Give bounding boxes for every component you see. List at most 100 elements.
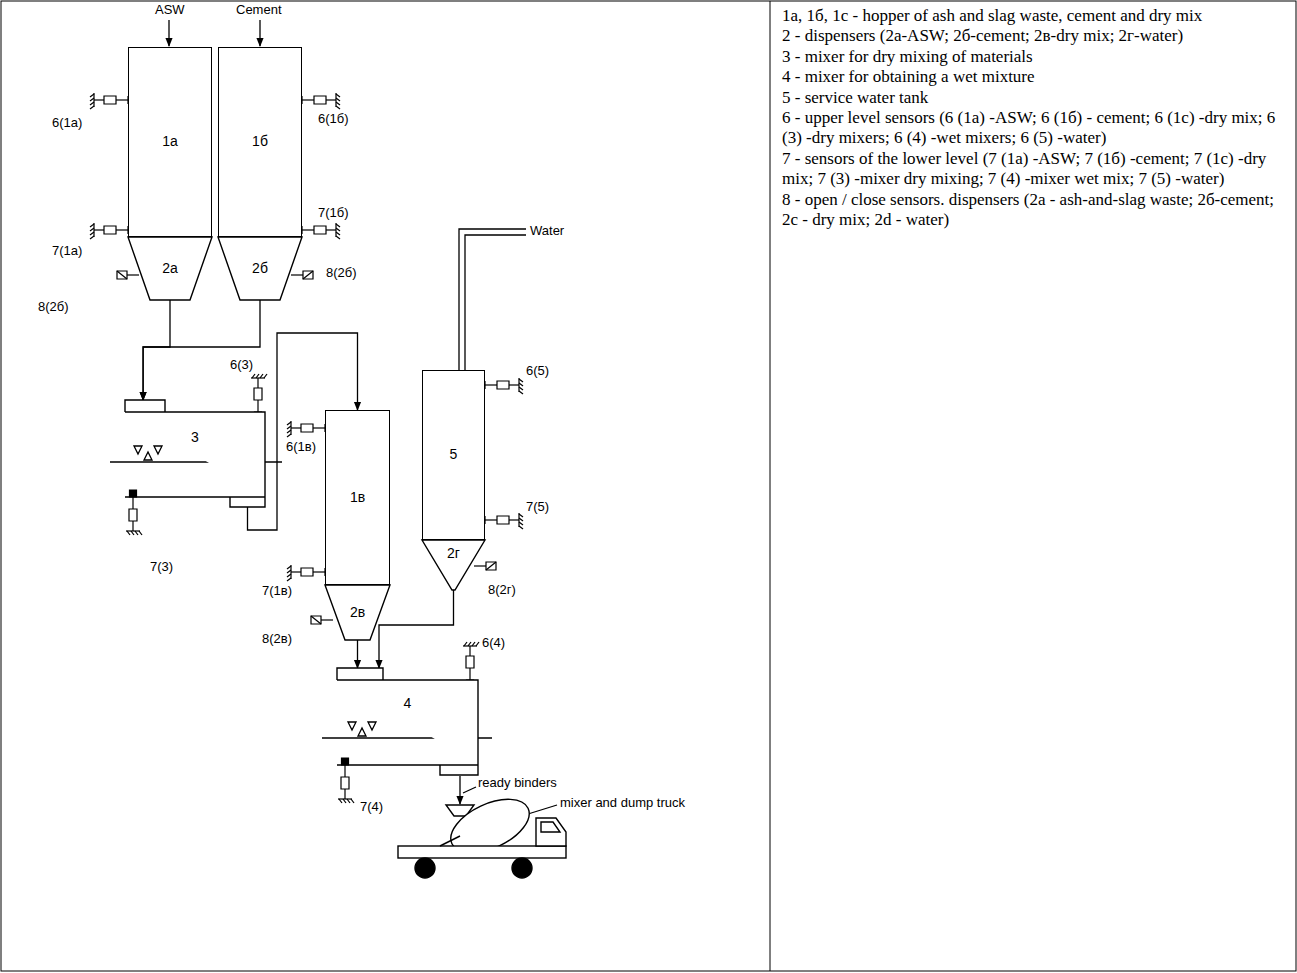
- sensor-line: [117, 271, 127, 279]
- sensor-line: [264, 374, 267, 378]
- callout-label: mixer and dump truck: [560, 796, 685, 811]
- sensor-line: [351, 799, 354, 803]
- water-tank: 5: [422, 370, 485, 540]
- sensor-body: [497, 516, 509, 524]
- legend-note: 3 - mixer for dry mixing of materials: [782, 47, 1290, 67]
- sensor-line: [519, 387, 523, 390]
- material-label: Water: [530, 224, 564, 239]
- outline: [128, 237, 212, 300]
- dispenser: 2в: [325, 585, 390, 640]
- wet-mixer-outline: [337, 668, 478, 775]
- sensor-body: [314, 96, 326, 104]
- sensor-label: 7(1в): [262, 584, 292, 599]
- sensor-line: [335, 223, 336, 237]
- water-pipe: [459, 229, 526, 370]
- sensor-label: 6(1a): [52, 116, 82, 131]
- sensor-line: [126, 530, 140, 531]
- node-number: 4: [404, 696, 412, 711]
- sensor-line: [287, 578, 291, 581]
- sensor-line: [132, 521, 133, 531]
- sensor-line: [519, 391, 523, 394]
- legend-note: 2 - dispensers (2a-ASW; 2б-cement; 2в-dr…: [782, 26, 1290, 46]
- sensor-line: [321, 619, 333, 620]
- dispenser: 2б: [218, 237, 302, 300]
- dry-mixer: 3: [125, 400, 265, 507]
- sensor-label: 7(5): [526, 500, 549, 515]
- sensor-line: [287, 430, 291, 433]
- sensor-line: [93, 93, 94, 107]
- legend-note: 5 - service water tank: [782, 88, 1290, 108]
- sensor-label: 7(1a): [52, 244, 82, 259]
- node-number: 2б: [252, 261, 268, 276]
- flow-connector: [357, 640, 358, 668]
- material-label: Cement: [236, 3, 282, 18]
- sensor-line: [287, 434, 291, 437]
- sensor-line: [469, 668, 470, 680]
- sensor-line: [463, 645, 477, 646]
- sensor-line: [251, 377, 265, 378]
- sensor-line: [313, 571, 325, 572]
- sensor-line: [311, 616, 321, 624]
- sensor-line: [287, 426, 291, 429]
- sensor-line: [336, 106, 340, 109]
- sensor-line: [336, 98, 340, 101]
- sensor-body: [301, 424, 313, 432]
- sensor-line: [336, 94, 340, 97]
- sensor-body: [311, 616, 321, 624]
- sensor-label: 6(3): [230, 358, 253, 373]
- sensor-line: [303, 271, 313, 279]
- sensor-line: [116, 99, 128, 100]
- sensor-label: 8(2г): [488, 583, 516, 598]
- flow-connector: [143, 300, 170, 400]
- legend-note: 1a, 1б, 1c - hopper of ash and slag wast…: [782, 6, 1290, 26]
- sensor-line: [474, 565, 486, 566]
- sensor-line: [135, 531, 138, 535]
- sensor-line: [127, 274, 139, 275]
- outline: [337, 668, 478, 775]
- hopper: 1в: [325, 410, 390, 585]
- sensor-line: [472, 642, 475, 646]
- sensor-line: [344, 789, 345, 799]
- sensor-line: [287, 422, 291, 425]
- sensor-body: [486, 562, 496, 570]
- outline: [325, 585, 390, 640]
- legend-note: 7 - sensors of the lower level (7 (1a) -…: [782, 149, 1290, 190]
- material-label: ASW: [155, 3, 185, 18]
- sensor-line: [518, 378, 519, 392]
- wet-mixer: 4: [337, 668, 478, 775]
- sensor-label: 7(1б): [318, 206, 349, 221]
- sensor-line: [94, 99, 104, 100]
- hopper: 1a: [128, 47, 212, 237]
- sensor-line: [290, 565, 291, 579]
- node-number: 2г: [447, 546, 460, 561]
- sensor-label: 6(1в): [286, 440, 316, 455]
- sensor-body: [314, 226, 326, 234]
- sensor-label: 6(5): [526, 364, 549, 379]
- sensor-line: [291, 427, 301, 428]
- sensor-body: [497, 381, 509, 389]
- sensor-line: [90, 224, 94, 227]
- sensor-line: [302, 99, 314, 100]
- sensor-line: [90, 98, 94, 101]
- sensor-line: [468, 642, 471, 646]
- sensor-line: [116, 229, 128, 230]
- callout-label: ready binders: [478, 776, 557, 791]
- sensor-line: [336, 224, 340, 227]
- sensor-line: [464, 642, 467, 646]
- sensor-line: [90, 228, 94, 231]
- sensor-line: [257, 378, 258, 388]
- sensor-line: [93, 223, 94, 237]
- truck: [398, 788, 566, 878]
- sensor-line: [90, 236, 94, 239]
- sensor-line: [90, 106, 94, 109]
- node-number: 1б: [252, 134, 268, 149]
- sensor-line: [518, 513, 519, 527]
- sensor-line: [347, 799, 350, 803]
- sensor-line: [287, 570, 291, 573]
- sensor-label: 8(2в): [262, 632, 292, 647]
- sensor-line: [485, 519, 497, 520]
- sensor-line: [338, 798, 352, 799]
- sensor-body: [129, 509, 137, 521]
- sensor-body: [301, 568, 313, 576]
